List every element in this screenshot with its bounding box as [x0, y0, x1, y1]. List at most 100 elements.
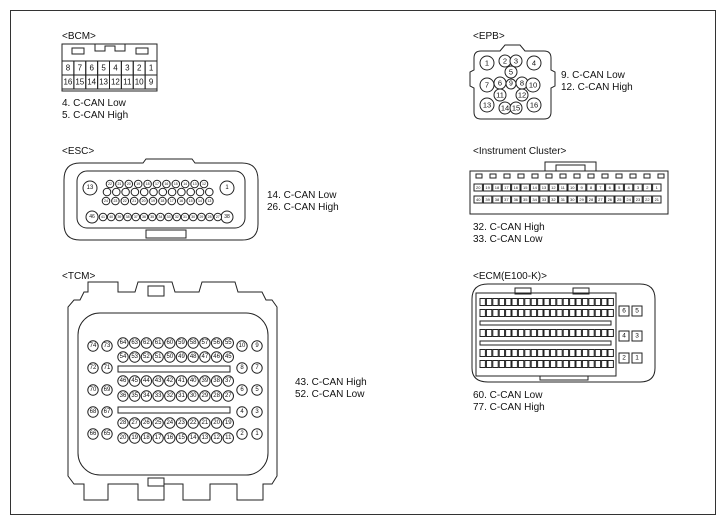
- epb-pin: [526, 55, 542, 71]
- tcm-pin: [87, 340, 99, 352]
- tcm-pin: [236, 406, 248, 418]
- ecm-pin: [601, 309, 608, 317]
- esc-title: <ESC>: [62, 146, 95, 157]
- tcm-pin: [87, 384, 99, 396]
- tcm-pin: [251, 340, 263, 352]
- esc-pin-label: 46: [89, 214, 95, 220]
- esc-pin-label: 38: [224, 214, 230, 220]
- ecm-pin: [594, 298, 602, 306]
- esc-latch: [145, 229, 187, 239]
- esc-pin: [102, 187, 112, 197]
- cluster-pin-label: 7: [599, 185, 602, 190]
- tcm-pin: [251, 406, 263, 418]
- ecm-pin: [569, 298, 576, 306]
- cluster-pin-label: 35: [523, 197, 528, 202]
- cluster-pin-label: 21: [655, 197, 660, 202]
- tcm-pin: [101, 384, 113, 396]
- epb-note-2: 12. C-CAN High: [561, 82, 633, 93]
- cluster-pin-label: 18: [495, 185, 500, 190]
- tcm-bottom-key: [147, 477, 165, 487]
- esc-pin: [167, 187, 177, 197]
- cluster-pin-label: 20: [476, 185, 481, 190]
- epb-pin-label: 2: [503, 57, 507, 66]
- tcm-pin: [164, 375, 176, 387]
- ecm-pin: [505, 298, 512, 306]
- tcm-pin-label: 59: [178, 340, 185, 346]
- tcm-pin-label: 27: [131, 420, 138, 426]
- tcm-pin: [164, 432, 176, 444]
- tcm-pin: [152, 337, 164, 349]
- cluster-key: [517, 173, 525, 179]
- tcm-pin: [251, 384, 263, 396]
- esc-pin: [111, 196, 120, 206]
- epb-pin-label: 15: [512, 104, 520, 113]
- cluster-key: [489, 173, 497, 179]
- esc-pin-label: 22: [108, 182, 112, 186]
- bcm-pin-label: 13: [99, 78, 108, 87]
- cluster-latch-window: [555, 164, 586, 172]
- esc-pin-label: 16: [179, 199, 183, 203]
- ecm-pin: [479, 360, 486, 368]
- ecm-pin: [549, 309, 557, 317]
- cluster-pin-label: 24: [626, 197, 631, 202]
- ecm-pin: [549, 349, 557, 357]
- tcm-pin-label: 20: [120, 435, 127, 441]
- ecm-pin: [601, 298, 608, 306]
- tcm-pin-label: 21: [202, 420, 209, 426]
- esc-pin: [199, 179, 209, 189]
- cluster-pin-label: 15: [523, 185, 528, 190]
- tcm-pin: [140, 351, 153, 363]
- esc-corner-pin: [219, 180, 235, 196]
- ecm-pin: [537, 360, 544, 368]
- epb-note-1: 9. C-CAN Low: [561, 70, 625, 81]
- esc-pin-label: 1: [225, 185, 229, 191]
- esc-pin: [148, 196, 158, 206]
- tcm-pin-label: 69: [104, 387, 111, 393]
- tcm-pin: [129, 337, 141, 349]
- tcm-pin-label: 55: [225, 340, 232, 346]
- tcm-pin-label: 39: [202, 378, 209, 384]
- tcm-pin-label: 26: [143, 420, 150, 426]
- epb-pin-label: 8: [520, 79, 524, 88]
- bcm-pin-label: 12: [111, 78, 120, 87]
- tcm-pin-label: 33: [155, 393, 162, 399]
- ecm-pin: [549, 329, 557, 337]
- esc-pin-label: 29: [199, 215, 203, 219]
- ecm-pin: [562, 329, 570, 337]
- ecm-pin: [517, 360, 525, 368]
- ecm-pin: [556, 298, 563, 306]
- esc-pin: [171, 179, 181, 189]
- ecm-pin: [562, 309, 570, 317]
- esc-pin: [213, 212, 223, 222]
- ecm-pin: [498, 298, 506, 306]
- ecm-pin: [575, 329, 582, 337]
- tcm-pin-label: 7: [255, 365, 259, 371]
- ecm-pin: [569, 349, 576, 357]
- esc-pin-label: 33: [167, 215, 171, 219]
- ecm-pin: [569, 329, 576, 337]
- ecm-pin: [556, 309, 563, 317]
- cluster-pin-label: 34: [532, 197, 537, 202]
- cluster-latch: [544, 161, 597, 171]
- tcm-pin: [164, 417, 176, 429]
- tcm-pin: [129, 375, 141, 387]
- bcm-note-1: 4. C-CAN Low: [62, 98, 126, 109]
- cluster-pin-label: 26: [608, 197, 613, 202]
- tcm-pin: [117, 351, 129, 363]
- esc-pin-label: 18: [146, 182, 150, 186]
- tcm-slot: [117, 406, 231, 414]
- tcm-note-2: 52. C-CAN Low: [295, 389, 365, 400]
- tcm-pin-label: 28: [120, 420, 127, 426]
- ecm-slot: [479, 320, 612, 326]
- esc-pin-label: 15: [189, 199, 193, 203]
- esc-pin-label: 39: [117, 215, 121, 219]
- esc-pin: [121, 187, 130, 197]
- tcm-pin: [101, 362, 113, 374]
- tcm-pin: [117, 337, 129, 349]
- tcm-pin-label: 48: [190, 354, 197, 360]
- ecm-side-pin-label: 4: [622, 333, 626, 340]
- tcm-pin: [152, 432, 164, 444]
- tcm-pin: [187, 390, 199, 402]
- bcm-pin-label: 8: [66, 64, 71, 73]
